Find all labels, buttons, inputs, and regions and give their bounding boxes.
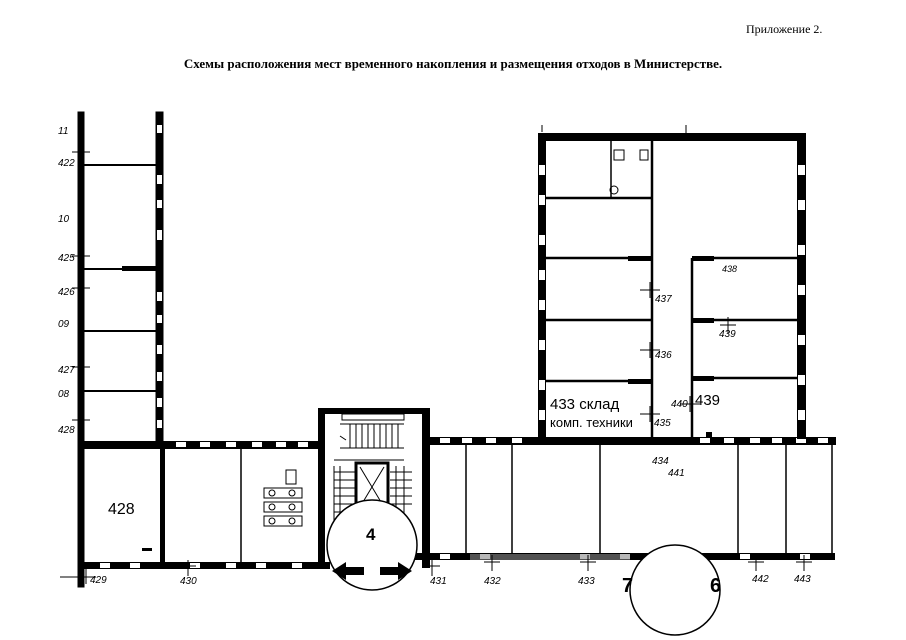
axis-ticks-left [72,146,90,426]
window-hatching-bottom [100,438,828,568]
sanitary-fixtures [263,469,303,527]
axis-label-09: 09 [58,319,70,330]
stairwell-7-number: 7 [622,575,633,597]
axis-label-426: 426 [58,287,75,298]
arrow-right-icon [380,562,412,580]
room-433-label: 433 склад [550,396,620,413]
arrow-left-icon [332,562,364,580]
corridor-axis-labels: 437 436 440 435 434 441 [652,294,688,479]
right-block-walls [538,133,806,439]
axis-label-443: 443 [794,574,811,585]
axis-label-11: 11 [58,126,68,137]
axis-label-08: 08 [58,389,70,400]
axis-label-429: 429 [90,575,107,586]
stairwell-4-marker [326,499,418,591]
bottom-axis-labels: 429 430 431 432 433 442 443 [90,574,811,587]
axis-label-427: 427 [58,365,75,376]
axis-label-437: 437 [655,294,672,305]
axis-label-422: 422 [58,158,75,169]
appendix-label: Приложение 2. [746,22,823,36]
left-wing-outer-wall [77,111,85,588]
axis-label-430: 430 [180,576,197,587]
stairwell-6-number: 6 [710,575,721,597]
stairwell-76-marker [629,544,721,636]
room-433-sublabel: комп. техники [550,415,633,430]
axis-label-428: 428 [58,425,75,436]
room-439-small-label: 439 [719,329,736,340]
axis-label-425: 425 [58,253,75,264]
axis-label-432: 432 [484,576,501,587]
axis-label-435: 435 [654,418,671,429]
left-wing-dividers [84,164,156,392]
room-438-label: 438 [722,264,737,274]
left-axis-labels: 11 422 10 425 426 09 427 08 428 [58,126,75,436]
stairwell-4 [318,408,430,591]
axis-label-10: 10 [58,214,70,225]
bottom-block-walls [78,437,836,569]
left-wing-inner-wall [155,111,164,443]
axis-label-442: 442 [752,574,769,585]
room-439-label: 439 [695,392,720,409]
axis-label-431: 431 [430,576,447,587]
axis-ticks-right [541,125,736,422]
page-title: Схемы расположения мест временного накоп… [183,56,723,71]
axis-ticks-bottom [60,555,812,584]
axis-label-436: 436 [655,350,672,361]
axis-label-433: 433 [578,576,595,587]
axis-label-441: 441 [668,468,685,479]
window-hatching-right [539,165,805,420]
room-428-label: 428 [108,501,135,518]
stairwell-4-number: 4 [366,525,376,544]
axis-label-440: 440 [671,399,688,410]
bottom-room-dividers [240,445,833,562]
axis-label-434: 434 [652,456,669,467]
window-hatching-left [157,125,162,428]
